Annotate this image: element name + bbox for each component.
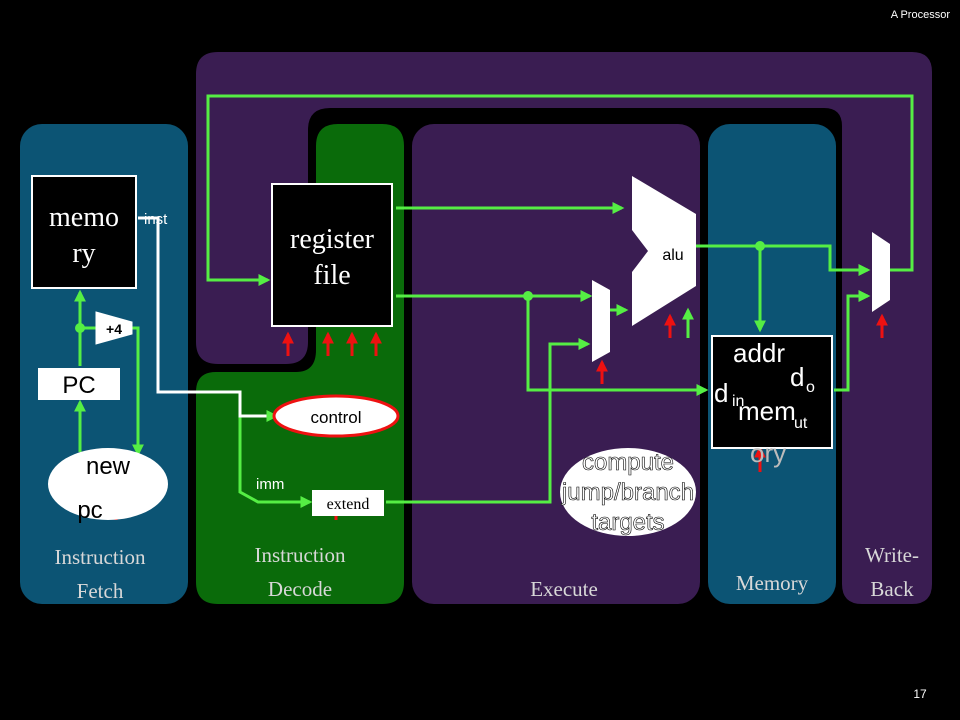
plus4-adder bbox=[95, 311, 133, 345]
extend-unit bbox=[312, 490, 384, 516]
stage-labels: Instruction Fetch Instruction Decode Exe… bbox=[55, 543, 919, 603]
alu bbox=[632, 176, 696, 326]
instruction-memory bbox=[31, 175, 137, 289]
control-label: control bbox=[310, 408, 361, 427]
datapath-wires bbox=[74, 94, 914, 508]
data-memory-dout-d: d bbox=[790, 362, 804, 392]
stage-decode-label-1: Instruction bbox=[255, 543, 346, 567]
compute-branch-targets bbox=[560, 448, 696, 536]
compute-label-2: jump/branch bbox=[561, 479, 694, 506]
writeback-background bbox=[196, 52, 932, 604]
imm-label: imm bbox=[256, 476, 284, 493]
data-memory-label-1: mem bbox=[738, 396, 796, 426]
alu-input-mux bbox=[592, 280, 610, 362]
data-memory-dout-ut: ut bbox=[794, 415, 808, 432]
slide-title: A Processor bbox=[891, 9, 951, 21]
data-memory-dout-o: o bbox=[806, 379, 815, 396]
control-unit bbox=[272, 394, 400, 438]
register-file-label-1: register bbox=[290, 224, 375, 255]
new-pc bbox=[48, 448, 168, 520]
wire-imm-to-extend bbox=[238, 416, 313, 508]
wire-plus4-to-newpc bbox=[130, 326, 144, 457]
stage-fetch-label-2: Fetch bbox=[77, 579, 124, 603]
data-memory-addr: addr bbox=[733, 338, 785, 368]
data-memory bbox=[711, 335, 833, 449]
stage-decode-label-2: Decode bbox=[268, 577, 332, 601]
compute-label-3: targets bbox=[591, 509, 664, 536]
instruction-memory-label-1: memo bbox=[49, 202, 119, 233]
data-memory-label-2: ory bbox=[750, 438, 786, 468]
wire-mem-to-wbmux bbox=[834, 290, 871, 392]
register-file bbox=[271, 183, 393, 327]
wire-alu-to-wbmux bbox=[760, 244, 871, 276]
stage-writeback-label-1: Write- bbox=[865, 543, 919, 567]
pc-register bbox=[38, 368, 120, 400]
alu-label: alu bbox=[662, 247, 683, 264]
data-memory-din-d: d bbox=[714, 378, 728, 408]
new-pc-label-1: new bbox=[86, 453, 131, 480]
pc-label: PC bbox=[62, 372, 95, 399]
page-number: 17 bbox=[913, 687, 927, 701]
stage-fetch-label-1: Instruction bbox=[55, 545, 146, 569]
plus4-label: +4 bbox=[106, 321, 122, 337]
writeback-mux bbox=[872, 232, 890, 312]
stage-memory-label: Memory bbox=[736, 571, 809, 595]
data-memory-din-sub: in bbox=[732, 393, 744, 410]
new-pc-label-2: pc bbox=[77, 497, 102, 524]
wire-writeback-loop bbox=[206, 94, 914, 286]
wire-regfile-to-din bbox=[526, 296, 709, 396]
compute-label-1: compute bbox=[582, 449, 674, 476]
inst-label: inst bbox=[144, 211, 168, 228]
register-file-label-2: file bbox=[313, 260, 350, 291]
stage-writeback-label-2: Back bbox=[870, 577, 914, 601]
instruction-memory-label-2: ry bbox=[72, 238, 95, 269]
wire-instruction bbox=[138, 216, 279, 422]
extend-label: extend bbox=[327, 496, 370, 513]
wire-extend-to-mux bbox=[386, 338, 591, 504]
stage-execute-label: Execute bbox=[530, 577, 598, 601]
